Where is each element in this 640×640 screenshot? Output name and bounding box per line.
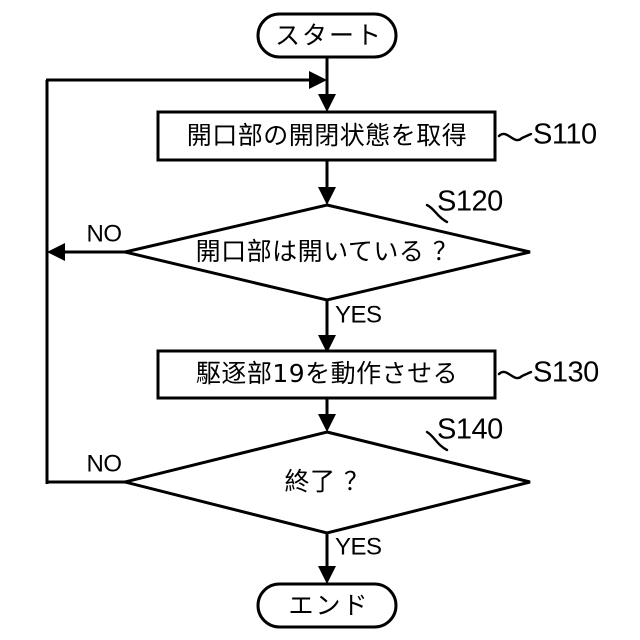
node-s120[interactable]: 開口部は開いている ？	[124, 203, 531, 302]
arrowhead-into-s110	[318, 94, 336, 112]
start-terminal-label: スタート	[275, 21, 383, 50]
s120-decision-label: 開口部は開いている ？	[196, 237, 459, 266]
s120-step-label: S120	[437, 186, 503, 218]
s130-step-label: S130	[533, 357, 599, 389]
s140-decision-label: 終了 ？	[285, 467, 370, 496]
arrowhead-into-s130	[318, 335, 336, 353]
arrowhead-into-s140	[318, 414, 336, 432]
s130-leader-line	[497, 370, 533, 380]
end-terminal-shape	[256, 582, 398, 629]
s140-decision-shape	[124, 430, 531, 535]
node-s130[interactable]: 駆逐部19を動作させる	[156, 349, 497, 400]
s140-no-label: NO	[87, 450, 122, 477]
s140-step-label: S140	[437, 414, 503, 446]
end-terminal-label: エンド	[288, 591, 369, 620]
s110-step-label: S110	[533, 119, 597, 151]
s130-process-label: 駆逐部19を動作させる	[196, 359, 458, 388]
s120-yes-label: YES	[335, 301, 382, 328]
node-s140[interactable]: 終了 ？	[124, 430, 531, 535]
arrowhead-into-end	[318, 566, 336, 584]
start-terminal-shape	[256, 12, 398, 59]
arrowhead-loop-rejoin	[309, 71, 327, 89]
s110-leader-line	[497, 132, 533, 142]
s120-no-label: NO	[87, 220, 122, 247]
s140-yes-label: YES	[335, 533, 382, 560]
node-s110[interactable]: 開口部の開閉状態を取得	[156, 110, 497, 162]
node-start[interactable]: スタート	[256, 12, 398, 59]
s140-leader-line	[425, 430, 449, 452]
s120-decision-shape	[124, 203, 531, 302]
s120-leader-line	[425, 203, 449, 224]
s130-process-shape	[156, 349, 497, 400]
node-end[interactable]: エンド	[256, 582, 398, 629]
s110-process-label: 開口部の開閉状態を取得	[187, 121, 468, 150]
arrowhead-into-s120	[318, 187, 336, 205]
arrowhead-s120-no-left	[47, 243, 65, 261]
s110-process-shape	[156, 110, 497, 162]
